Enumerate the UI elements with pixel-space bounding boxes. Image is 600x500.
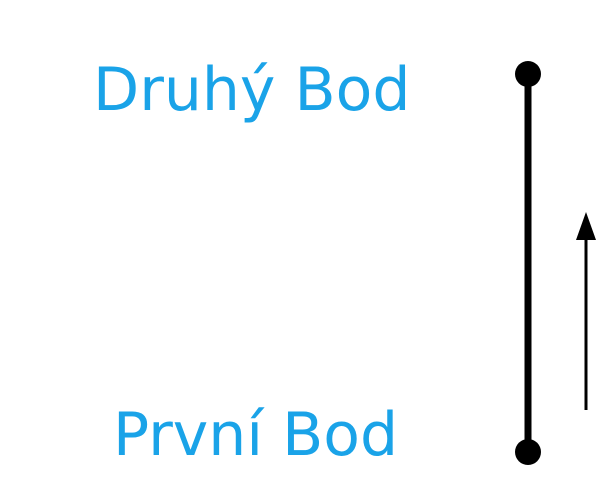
arrow-up-icon	[576, 212, 596, 410]
second-point-dot	[515, 61, 541, 87]
first-point-dot	[515, 439, 541, 465]
first-point-label: První Bod	[113, 400, 399, 470]
arrow-head	[576, 212, 596, 240]
second-point-label: Druhý Bod	[93, 55, 411, 125]
